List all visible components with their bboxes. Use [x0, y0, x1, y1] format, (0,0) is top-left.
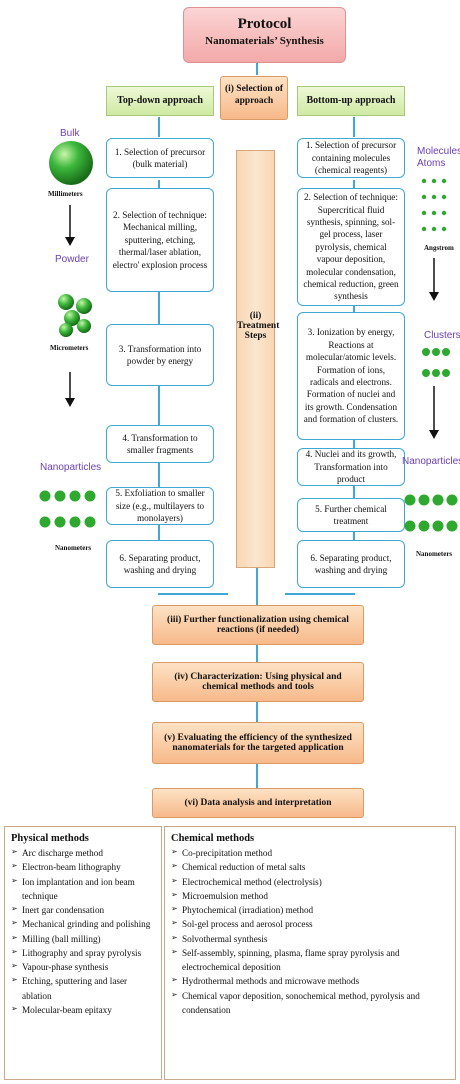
millimeters-label: Millimeters	[48, 190, 83, 198]
micrometers-label: Micrometers	[50, 344, 89, 352]
step-iv-characterization: (iv) Characterization: Using physical an…	[152, 662, 364, 702]
list-item: Ion implantation and ion beam technique	[11, 875, 157, 904]
list-item: Lithography and spray pyrolysis	[11, 946, 157, 960]
list-item: Electrochemical method (electrolysis)	[171, 875, 451, 889]
step-iii-functionalization: (iii) Further functionalization using ch…	[152, 605, 364, 645]
nanometers-label-right: Nanometers	[416, 550, 453, 558]
list-item: Chemical vapor deposition, sonochemical …	[171, 989, 451, 1018]
list-item: Hydrothermal methods and microwave metho…	[171, 974, 451, 988]
physical-methods-list: Arc discharge method Electron-beam litho…	[11, 846, 157, 1017]
bottom-up-step-1: 1. Selection of precursor containing mol…	[297, 138, 405, 178]
chemical-methods-heading: Chemical methods	[171, 833, 255, 844]
top-down-step-3: 3. Transformation into powder by energy	[106, 324, 214, 386]
bottom-up-step-5: 5. Further chemical treatment	[297, 498, 405, 532]
nanoparticle-spheres-icon	[39, 490, 96, 528]
bottom-up-approach: Bottom-up approach	[297, 86, 405, 116]
bottom-up-step-6: 6. Separating product, washing and dryin…	[297, 540, 405, 588]
physical-methods-heading: Physical methods	[11, 833, 89, 844]
step-iv-label: (iv) Characterization: Using physical an…	[174, 672, 342, 692]
treatment-steps-bar: (ii) Treatment Steps	[236, 150, 280, 568]
nanoparticle-spheres-icon	[404, 494, 458, 532]
top-down-step-4: 4. Transformation to smaller fragments	[106, 425, 214, 463]
chemical-methods-panel: Chemical methods Co-precipitation method…	[164, 826, 456, 1080]
title-line1: Protocol	[237, 16, 292, 32]
nanoparticles-label-left: Nanoparticles	[40, 462, 102, 473]
step-iii-label: (iii) Further functionalization using ch…	[167, 615, 349, 635]
step-vi-data-analysis: (vi) Data analysis and interpretation	[152, 788, 364, 818]
nanometers-label-left: Nanometers	[55, 544, 92, 552]
chemical-methods-list: Co-precipitation method Chemical reducti…	[171, 846, 451, 1017]
step-v-evaluating: (v) Evaluating the efficiency of the syn…	[152, 722, 364, 764]
list-item: Milling (ball milling)	[11, 932, 157, 946]
list-item: Mechanical grinding and polishing	[11, 917, 157, 931]
list-item: Molecular-beam epitaxy	[11, 1003, 157, 1017]
physical-methods-panel: Physical methods Arc discharge method El…	[4, 826, 162, 1080]
down-arrow-icon	[429, 386, 439, 439]
clusters-icon	[422, 348, 450, 377]
down-arrow-icon	[429, 258, 439, 301]
bulk-sphere-icon	[49, 141, 93, 185]
top-down-approach: Top-down approach	[106, 86, 214, 116]
list-item: Sol-gel process and aerosol process	[171, 917, 451, 931]
connector-top-right	[353, 117, 355, 137]
list-item: Arc discharge method	[11, 846, 157, 860]
top-down-step-1: 1. Selection of precursor (bulk material…	[106, 138, 214, 178]
protocol-title: Protocol Nanomaterials’ Synthesis	[183, 7, 346, 63]
top-down-step-5: 5. Exfoliation to smaller size (e.g., mu…	[106, 487, 214, 525]
bottom-up-step-4: 4. Nuclei and its growth, Transformation…	[297, 448, 405, 486]
atoms-icon	[421, 178, 447, 232]
nanoparticles-label-right: Nanoparticles	[402, 456, 460, 467]
bulk-label: Bulk	[60, 128, 80, 139]
connector-bottom-left	[158, 593, 228, 595]
list-item: Chemical reduction of metal salts	[171, 860, 451, 874]
angstrom-label: Angstrom	[424, 244, 454, 252]
treatment-line2: Treatment	[237, 321, 280, 331]
list-item: Electron-beam lithography	[11, 860, 157, 874]
list-item: Microemulsion method	[171, 889, 451, 903]
step-v-label: (v) Evaluating the efficiency of the syn…	[164, 733, 352, 753]
down-arrow-icon	[65, 372, 75, 407]
treatment-line1: (ii)	[249, 311, 262, 321]
clusters-label: Clusters	[424, 330, 460, 341]
list-item: Etching, sputtering and laser ablation	[11, 974, 157, 1003]
connector-top-left	[158, 117, 160, 137]
title-line2: Nanomaterials’ Synthesis	[205, 35, 324, 47]
list-item: Co-precipitation method	[171, 846, 451, 860]
connector-top-center	[256, 63, 258, 75]
powder-spheres-icon	[58, 294, 92, 337]
list-item: Self-assembly, spinning, plasma, flame s…	[171, 946, 451, 975]
bottom-up-step-3: 3. Ionization by energy, Reactions at mo…	[297, 312, 405, 440]
step-vi-label: (vi) Data analysis and interpretation	[184, 798, 332, 808]
bottom-up-step-2: 2. Selection of technique: Supercritical…	[297, 188, 405, 306]
molecules-atoms-label: Molecules/ Atoms	[417, 146, 460, 169]
top-down-step-6: 6. Separating product, washing and dryin…	[106, 540, 214, 588]
selection-label: (i) Selection of approach	[224, 84, 284, 107]
powder-label: Powder	[55, 254, 89, 265]
list-item: Vapour-phase synthesis	[11, 960, 157, 974]
selection-of-approach: (i) Selection of approach	[220, 76, 288, 120]
down-arrow-icon	[65, 205, 75, 246]
list-item: Solvothermal synthesis	[171, 932, 451, 946]
list-item: Phytochemical (irradiation) method	[171, 903, 451, 917]
connector-bottom-right	[285, 593, 355, 595]
top-down-step-2: 2. Selection of technique: Mechanical mi…	[106, 188, 214, 292]
list-item: Inert gar condensation	[11, 903, 157, 917]
treatment-line3: Steps	[244, 331, 267, 341]
